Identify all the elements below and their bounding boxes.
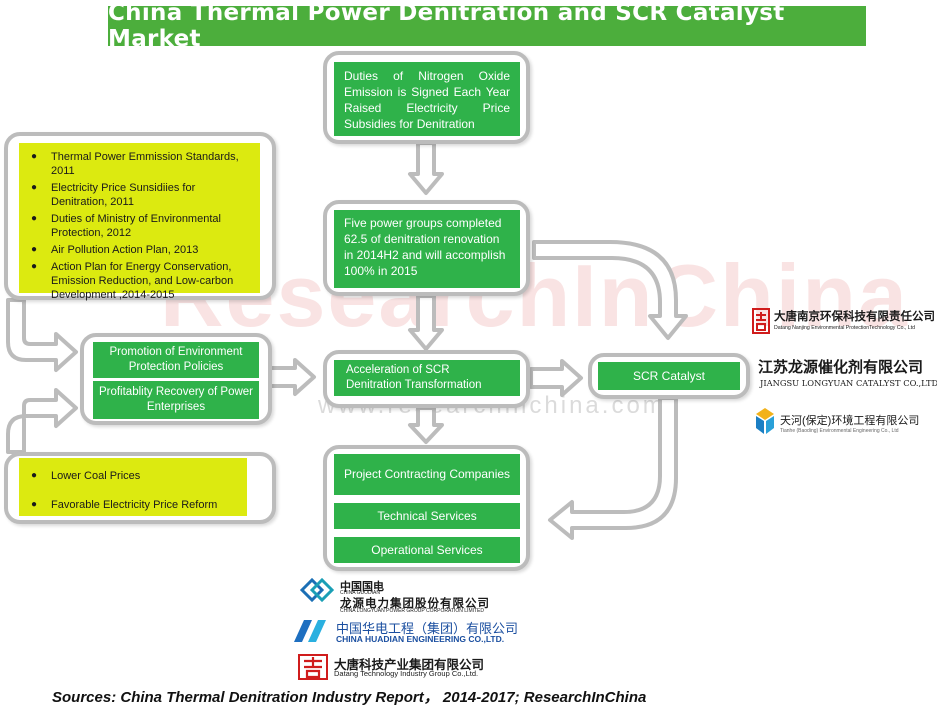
five-groups-box: Five power groups completed 62.5 of deni… bbox=[334, 210, 520, 288]
huadian-logo-icon bbox=[294, 620, 326, 642]
arrow-five-groups-to-scr bbox=[532, 240, 688, 340]
company-name-cn: 江苏龙源催化剂有限公司 bbox=[758, 358, 924, 376]
policy-item: Action Plan for Energy Conservation, Emi… bbox=[31, 260, 254, 302]
company-name-cn: 中国华电工程（集团）有限公司 bbox=[336, 621, 519, 636]
contracting-company-longyuan-power: 中国国电 CHINA GUODIAN 龙源电力集团股份有限公司 CHINA LO… bbox=[298, 578, 560, 614]
company-name-cn: 大唐科技产业集团有限公司 bbox=[334, 658, 485, 672]
service-operational: Operational Services bbox=[334, 537, 520, 563]
contracting-company-huadian: 中国华电工程（集团）有限公司 CHINA HUADIAN ENGINEERING… bbox=[288, 616, 558, 646]
policy-item: Thermal Power Emmission Standards, 2011 bbox=[31, 150, 254, 178]
economic-item: Lower Coal Prices bbox=[31, 469, 241, 483]
arrow-duties-to-five-groups bbox=[408, 141, 444, 195]
company-name-en: Datang Nanjing Environmental ProtectionT… bbox=[774, 325, 916, 331]
arrow-acceleration-to-scr bbox=[529, 359, 583, 397]
datang-logo-icon bbox=[752, 308, 770, 334]
company-name-cn: 天河(保定)环境工程有限公司 bbox=[780, 415, 920, 427]
contracting-company-datang-tech: 大唐科技产业集团有限公司 Datang Technology Industry … bbox=[296, 654, 558, 682]
promotion-box: Promotion of Environment Protection Poli… bbox=[93, 342, 259, 378]
service-technical: Technical Services bbox=[334, 503, 520, 529]
service-project-contracting: Project Contracting Companies bbox=[334, 454, 520, 495]
company-name-en: CHINA LONGYUAN POWER GROUP CORPORATION L… bbox=[340, 608, 484, 614]
policy-item: Duties of Ministry of Environmental Prot… bbox=[31, 212, 254, 240]
company-name-en: Datang Technology Industry Group Co.,Ltd… bbox=[334, 669, 479, 678]
profitability-box: Profitablity Recovery of Power Enterpris… bbox=[93, 381, 259, 419]
company-name-en: Tianhe (Baoding) Environmental Engineeri… bbox=[780, 428, 899, 434]
guodian-logo-icon bbox=[300, 578, 334, 602]
policies-list: Thermal Power Emmission Standards, 2011 … bbox=[19, 143, 260, 301]
duties-box: Duties of Nitrogen Oxide Emission is Sig… bbox=[334, 62, 520, 136]
arrow-policies-to-drivers bbox=[6, 298, 78, 372]
arrow-five-groups-to-acceleration bbox=[408, 294, 444, 351]
sources-caption: Sources: China Thermal Denitration Indus… bbox=[52, 689, 647, 706]
company-brand-cn: 中国国电 bbox=[340, 581, 384, 593]
company-name-cn: 龙源电力集团股份有限公司 bbox=[340, 598, 490, 610]
economic-list: Lower Coal Prices Favorable Electricity … bbox=[19, 458, 247, 516]
company-name-cn: 大唐南京环保科技有限责任公司 bbox=[774, 309, 935, 323]
economic-item: Favorable Electricity Price Reform bbox=[31, 498, 241, 512]
company-name-en: CHINA HUADIAN ENGINEERING CO.,LTD. bbox=[336, 634, 505, 644]
arrow-scr-to-services bbox=[548, 396, 678, 540]
page-title: China Thermal Power Denitration and SCR … bbox=[108, 0, 866, 52]
datang-logo-icon bbox=[298, 654, 328, 680]
company-brand-en: CHINA GUODIAN bbox=[340, 590, 381, 596]
arrow-acceleration-to-services bbox=[408, 406, 444, 444]
tianhe-logo-icon bbox=[756, 408, 774, 434]
watermark-brand: ResearchInChina bbox=[160, 246, 909, 345]
arrow-economic-to-drivers bbox=[6, 388, 78, 454]
catalyst-company-jiangsu-longyuan: 江苏龙源催化剂有限公司 JIANGSU LONGYUAN CATALYST CO… bbox=[752, 356, 937, 392]
catalyst-company-tianhe: 天河(保定)环境工程有限公司 Tianhe (Baoding) Environm… bbox=[752, 404, 936, 440]
policy-item: Electricity Price Sunsidiies for Denitra… bbox=[31, 181, 254, 209]
catalyst-company-datang-nanjing: 大唐南京环保科技有限责任公司 Datang Nanjing Environmen… bbox=[752, 306, 936, 340]
acceleration-box: Acceleration of SCR Denitration Transfor… bbox=[334, 360, 520, 396]
scr-catalyst-box: SCR Catalyst bbox=[598, 362, 740, 390]
company-name-en: JIANGSU LONGYUAN CATALYST CO.,LTD bbox=[760, 378, 937, 388]
policy-item: Air Pollution Action Plan, 2013 bbox=[31, 243, 254, 257]
